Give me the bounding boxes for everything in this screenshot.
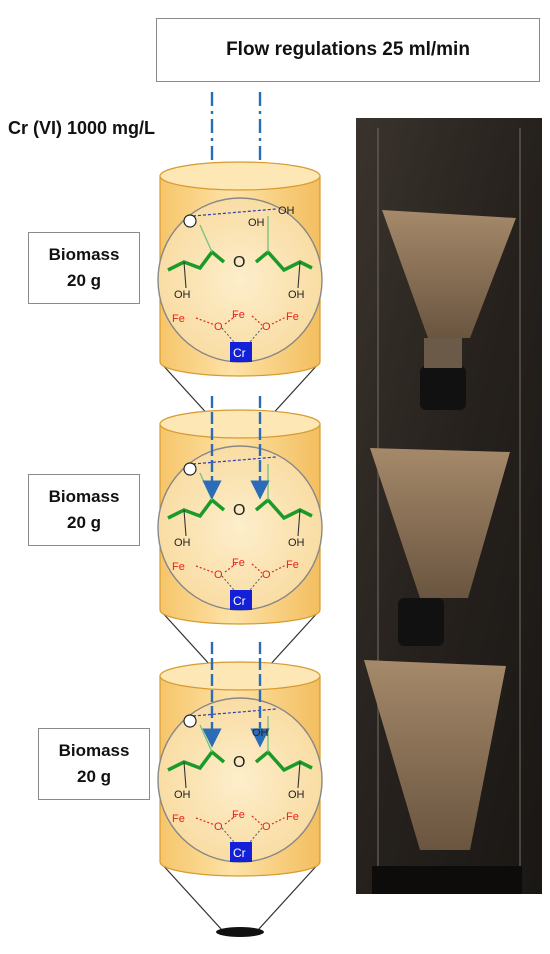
- oh-label: OH: [174, 289, 191, 301]
- ring-oxygen-label: O: [233, 754, 245, 771]
- photo-funnel-3: [364, 660, 506, 850]
- inlet-arrows: [202, 92, 270, 196]
- biomass-box-1: Biomass 20 g: [28, 232, 140, 304]
- oxygen-label: O: [214, 821, 223, 833]
- structure-labels-1: OH O OH OH Fe Fe Fe O O Cr: [172, 205, 305, 360]
- column-photo: [356, 118, 542, 894]
- biomass-box-2: Biomass 20 g: [28, 474, 140, 546]
- chromium-label: Cr: [233, 346, 246, 360]
- biomass-label: Biomass: [48, 245, 120, 264]
- chromium-label: Cr: [233, 594, 246, 608]
- photo-funnel-1: [382, 210, 516, 338]
- biomass-mass: 20 g: [76, 767, 112, 786]
- structure-labels-3: OH O OH OH Fe Fe Fe O O Cr: [172, 727, 305, 860]
- ring-oxygen-label: O: [233, 254, 245, 271]
- oh-label: OH: [288, 789, 305, 801]
- oh-label: OH: [278, 205, 295, 217]
- column-3: [156, 642, 324, 939]
- oh-label: OH: [288, 289, 305, 301]
- iron-label: Fe: [232, 309, 245, 321]
- iron-label: Fe: [232, 809, 245, 821]
- iron-label: Fe: [232, 557, 245, 569]
- oxygen-label: O: [262, 821, 271, 833]
- iron-label: Fe: [172, 813, 185, 825]
- flow-regulation-box: Flow regulations 25 ml/min: [156, 18, 540, 82]
- ring-oxygen-label: O: [233, 502, 245, 519]
- iron-label: Fe: [286, 811, 299, 823]
- photo-cap-1: [420, 366, 466, 410]
- oxygen-label: O: [262, 321, 271, 333]
- photo-cap-2: [398, 598, 444, 646]
- photo-funnel-2: [370, 448, 510, 598]
- oxygen-label: O: [214, 321, 223, 333]
- oh-label: OH: [174, 537, 191, 549]
- biomass-mass: 20 g: [66, 271, 102, 290]
- flow-regulation-label: Flow regulations 25 ml/min: [226, 39, 470, 60]
- oh-label: OH: [288, 537, 305, 549]
- oxygen-label: O: [214, 569, 223, 581]
- iron-label: Fe: [172, 561, 185, 573]
- biomass-label: Biomass: [48, 487, 120, 506]
- structure-labels-2: OH O OH OH Fe Fe Fe O O Cr: [172, 217, 305, 608]
- iron-label: Fe: [172, 313, 185, 325]
- biomass-mass: 20 g: [66, 513, 102, 532]
- oxygen-label: O: [262, 569, 271, 581]
- oh-label: OH: [248, 217, 265, 229]
- chromium-label: Cr: [233, 846, 246, 860]
- biomass-box-3: Biomass 20 g: [38, 728, 150, 800]
- iron-label: Fe: [286, 311, 299, 323]
- oh-label: OH: [252, 727, 269, 739]
- inlet-concentration-label: Cr (VI) 1000 mg/L: [8, 118, 156, 138]
- iron-label: Fe: [286, 559, 299, 571]
- oh-label: OH: [174, 789, 191, 801]
- biomass-label: Biomass: [58, 741, 130, 760]
